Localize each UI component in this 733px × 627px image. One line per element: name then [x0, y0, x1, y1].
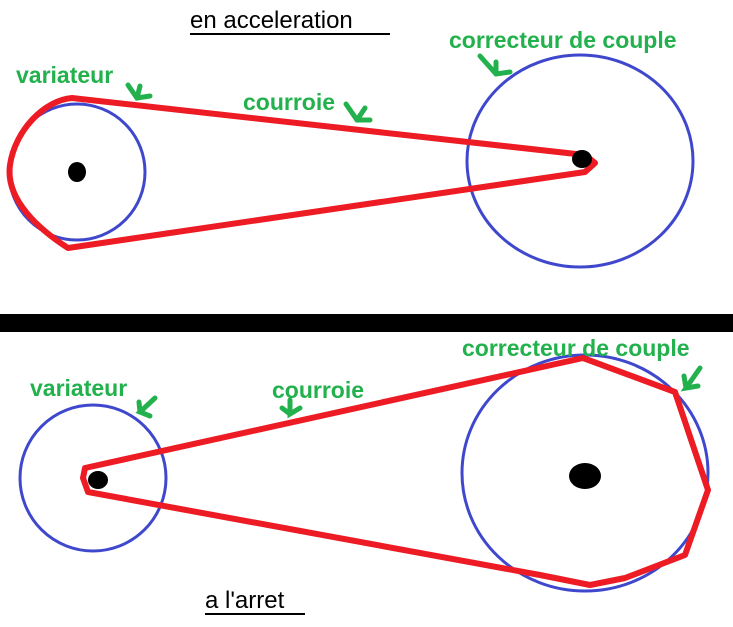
arrow-icon [343, 101, 373, 123]
title-acceleration: en acceleration [190, 7, 353, 34]
correcteur-pulley [460, 353, 710, 593]
label-variateur: variateur [30, 375, 127, 401]
arrow-icons [135, 365, 703, 419]
arrow-icons [125, 53, 513, 123]
top-panel: en acceleration variateur courroie corre… [6, 7, 695, 269]
variateur-axle [68, 162, 86, 182]
arrow-icon [135, 395, 158, 419]
variateur-pulley [18, 403, 168, 553]
label-courroie: courroie [272, 377, 364, 403]
separator-bar [0, 314, 733, 332]
variateur-axle [88, 471, 108, 489]
label-correcteur: correcteur de couple [462, 335, 690, 361]
correcteur-axle [569, 463, 601, 489]
belt [80, 355, 711, 588]
label-courroie: courroie [243, 89, 335, 115]
arrow-icon [680, 365, 703, 392]
label-variateur: variateur [16, 62, 113, 88]
label-correcteur: correcteur de couple [449, 27, 677, 53]
correcteur-axle [572, 150, 592, 168]
belt [6, 95, 598, 251]
arrow-icon [125, 82, 153, 101]
title-arret: a l'arret [205, 587, 285, 614]
arrow-icon [279, 397, 303, 419]
bottom-panel: variateur courroie correcteur de couple … [18, 335, 711, 615]
correcteur-pulley [465, 53, 695, 269]
arrow-icon [477, 53, 513, 77]
